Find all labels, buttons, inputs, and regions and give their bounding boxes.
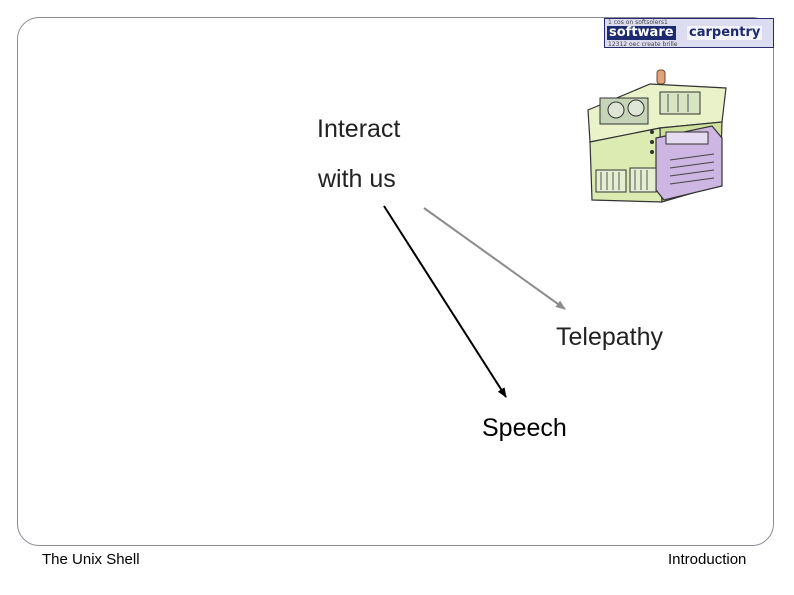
logo-word-software: software — [607, 25, 676, 40]
computer-clipart-icon — [587, 69, 727, 203]
software-carpentry-logo: 1 cos on softsolers1 software carpentry … — [604, 18, 774, 48]
origin-label-line2: with us — [318, 165, 396, 193]
arrow-to-telepathy — [423, 207, 566, 310]
origin-label-line1: Interact — [317, 115, 401, 143]
footer-section-title: Introduction — [668, 551, 747, 568]
telepathy-label: Telepathy — [556, 323, 664, 351]
logo-tagline-top: 1 cos on softsolers1 — [608, 19, 668, 26]
speech-label: Speech — [482, 414, 567, 442]
logo-tagline-bottom: 12312 oec create brille — [608, 41, 678, 48]
footer-course-title: The Unix Shell — [42, 551, 140, 568]
logo-word-carpentry: carpentry — [687, 25, 763, 40]
arrow-to-speech — [383, 205, 507, 398]
slide-frame — [17, 17, 774, 546]
